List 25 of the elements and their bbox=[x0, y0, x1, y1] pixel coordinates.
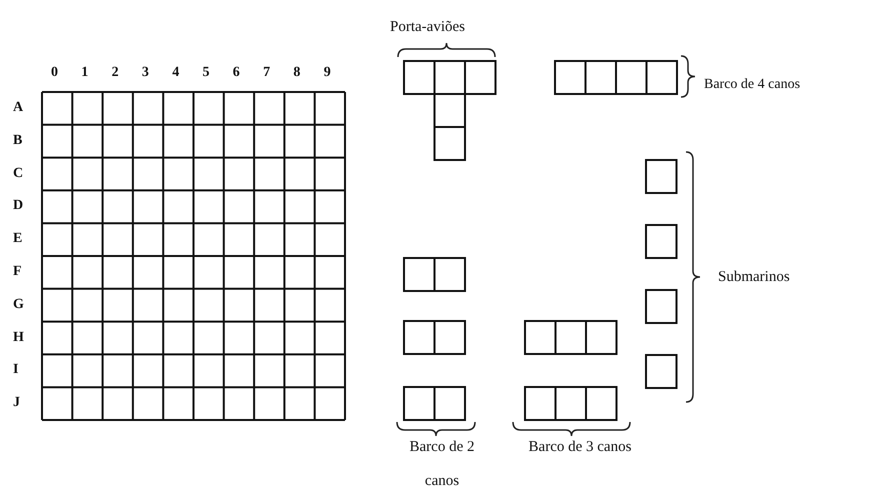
row-letter: I bbox=[13, 361, 18, 380]
column-number: 5 bbox=[202, 64, 210, 82]
ship-label: Barco de 4 canos bbox=[704, 76, 800, 94]
row-letter: C bbox=[13, 164, 24, 183]
row-letter: F bbox=[13, 263, 22, 281]
row-letter: E bbox=[13, 230, 22, 248]
column-number: 9 bbox=[324, 64, 331, 82]
column-number: 4 bbox=[172, 64, 180, 82]
ship-label: Submarinos bbox=[718, 268, 790, 286]
column-number: 8 bbox=[293, 64, 300, 82]
ship-label: Barco de 3 canos bbox=[528, 438, 632, 457]
row-letter: G bbox=[13, 296, 24, 314]
column-number: 6 bbox=[232, 64, 240, 82]
row-letter: J bbox=[13, 394, 20, 412]
row-letter: A bbox=[13, 99, 24, 117]
column-number: 3 bbox=[142, 64, 149, 82]
column-number: 2 bbox=[112, 64, 119, 82]
column-number: 7 bbox=[263, 64, 270, 82]
column-number: 1 bbox=[81, 64, 88, 82]
column-number: 0 bbox=[51, 64, 58, 82]
ship-label: Barco de 2 canos bbox=[408, 438, 476, 486]
row-letter: D bbox=[13, 197, 24, 216]
row-letter: B bbox=[13, 132, 22, 150]
ship-label: Porta-aviões bbox=[390, 18, 465, 36]
row-letter: H bbox=[13, 328, 24, 347]
